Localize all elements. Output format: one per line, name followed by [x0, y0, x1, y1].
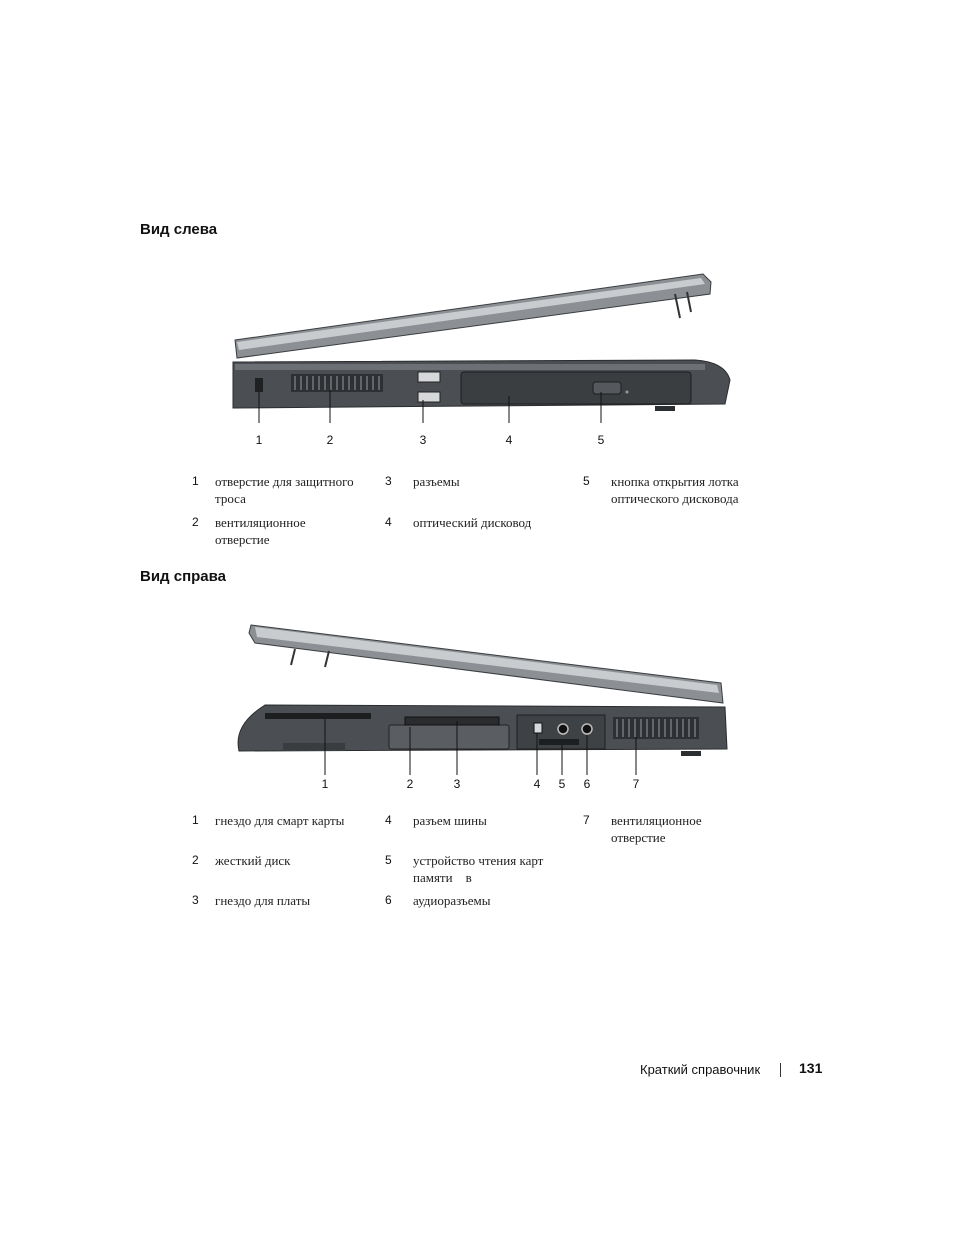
left-legend-text-5: кнопка открытия лотка оптического дисков…: [611, 474, 739, 506]
right-callout-7: 7: [632, 777, 640, 791]
left-legend-text-3: разъемы: [413, 474, 460, 489]
right-callout-1: 1: [321, 777, 329, 791]
left-callout-1: 1: [255, 433, 263, 447]
audio-jacks-icon: [557, 723, 593, 735]
left-callout-4: 4: [505, 433, 513, 447]
page-number: 131: [799, 1060, 823, 1076]
left-legend-text-4: оптический дисковод: [413, 515, 532, 530]
right-legend-num-2: 2: [192, 853, 199, 867]
right-legend-num-6: 6: [385, 893, 392, 907]
card-slot-icon: [404, 716, 500, 726]
right-legend-num-1: 1: [192, 813, 199, 827]
right-callout-5: 5: [558, 777, 566, 791]
right-legend-text-3: гнездо для платы: [215, 893, 311, 908]
left-legend-num-2: 2: [192, 515, 199, 529]
footer-separator: [780, 1063, 781, 1077]
right-callout-4: 4: [533, 777, 541, 791]
right-legend-num-4: 4: [385, 813, 392, 827]
left-view-heading: Вид слева: [140, 221, 218, 238]
hard-drive-icon: [388, 724, 510, 750]
smart-card-slot-icon: [265, 713, 371, 719]
right-side-laptop-illustration: [237, 624, 728, 775]
left-side-laptop-illustration: [232, 273, 731, 423]
right-legend-num-7: 7: [583, 813, 590, 827]
left-legend-text-2: вентиляционное отверстие: [215, 515, 306, 547]
right-legend-text-6: аудиоразъемы: [413, 893, 491, 908]
firewire-port-icon: [533, 722, 543, 734]
right-vent-icon: [613, 717, 699, 739]
right-legend-text-1: гнездо для смарт карты: [215, 813, 345, 828]
usb-ports-icon: [417, 371, 441, 403]
left-callout-5: 5: [597, 433, 605, 447]
optical-drive-icon: [460, 371, 692, 405]
right-legend-text-5: устройство чтения карт памяти в: [413, 853, 547, 885]
left-legend-num-5: 5: [583, 474, 590, 488]
card-reader-icon: [539, 739, 579, 745]
left-legend-text-1: отверстие для защитного троса: [215, 474, 354, 506]
left-callout-2: 2: [326, 433, 334, 447]
left-vent-icon: [291, 374, 383, 392]
right-callout-3: 3: [453, 777, 461, 791]
left-legend-num-4: 4: [385, 515, 392, 529]
lock-slot-icon: [255, 378, 263, 392]
right-legend-text-7: вентиляционное отверстие: [611, 813, 702, 845]
right-legend-num-5: 5: [385, 853, 392, 867]
right-view-heading: Вид справа: [140, 568, 227, 585]
left-callout-3: 3: [419, 433, 427, 447]
left-legend-num-1: 1: [192, 474, 199, 488]
right-legend-text-2: жесткий диск: [215, 853, 291, 868]
footer-title: Краткий справочник: [640, 1062, 761, 1077]
right-callout-6: 6: [583, 777, 591, 791]
left-legend-num-3: 3: [385, 474, 392, 488]
right-callout-2: 2: [406, 777, 414, 791]
right-legend-num-3: 3: [192, 893, 199, 907]
right-legend-text-4: разъем шины: [413, 813, 487, 828]
